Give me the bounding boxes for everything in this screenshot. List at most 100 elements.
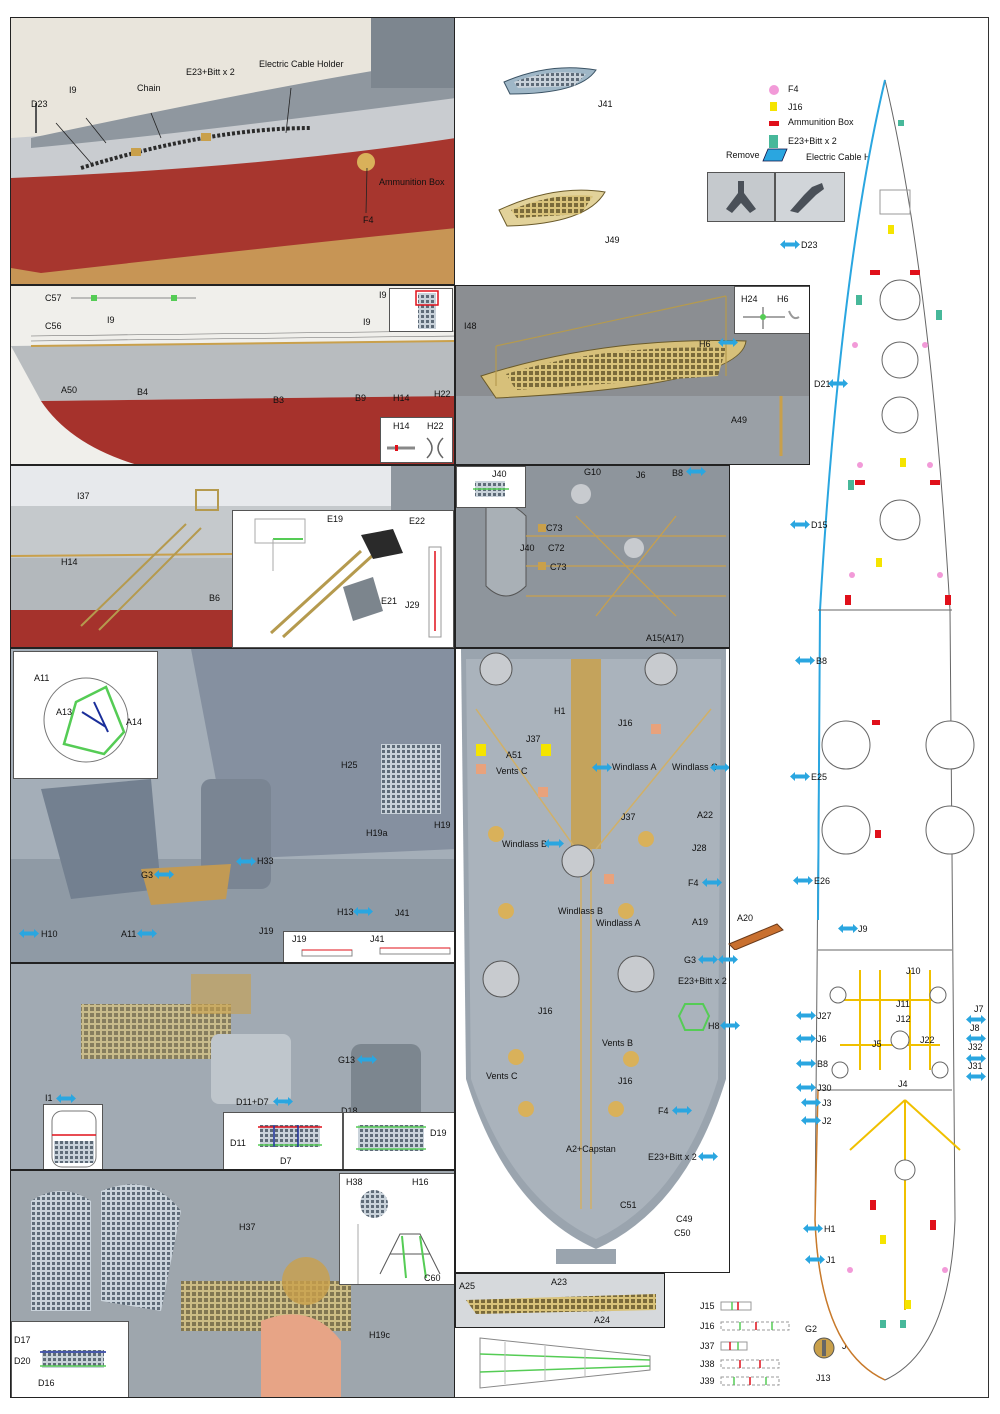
g13-arrow-icon	[357, 1055, 377, 1064]
legend-ammo-label: Ammunition Box	[788, 117, 854, 127]
inset-label-h6: H6	[777, 294, 789, 304]
label-a25: A25	[459, 1281, 476, 1291]
label-h13: H13	[337, 907, 354, 917]
h6-arrow-icon	[718, 338, 738, 347]
part-j39-drawing	[720, 1376, 780, 1386]
inset-label-h22: H22	[427, 421, 444, 431]
inset-label-h38: H38	[346, 1177, 363, 1187]
boat-j41	[500, 52, 600, 102]
label-g13: G13	[338, 1055, 356, 1065]
photo-a23-rail: A25 A23 A24	[455, 1273, 665, 1328]
photo-boat-cradle: I48 H6 A49 H24 H6	[455, 285, 810, 465]
j9-arrow-icon	[838, 924, 858, 933]
label-j16-a: J16	[618, 718, 633, 728]
windlass-c-arrow-icon	[710, 763, 730, 772]
label-h10: H10	[41, 929, 58, 939]
b8-arrow-icon	[686, 467, 706, 476]
inset-label-a11: A11	[34, 673, 50, 683]
h8-arrow-icon	[720, 1021, 740, 1030]
deck-label-j1: J1	[826, 1255, 836, 1265]
part-j37-drawing	[720, 1341, 748, 1351]
label-b8: B8	[672, 468, 684, 478]
photo-platforms: H38 H16 C60 H37 H19c D17 D20 D16	[10, 1170, 455, 1398]
label-a23: A23	[551, 1277, 568, 1287]
deck-label-h1: H1	[824, 1224, 836, 1234]
inset-label-d11: D11	[230, 1138, 246, 1148]
label-windlass-a: Windlass A	[612, 762, 657, 772]
label-windlass-b2: Windlass B	[558, 906, 604, 916]
d11-d7-arrow-icon	[273, 1097, 293, 1106]
label-a11-photo: A11	[121, 929, 137, 939]
d15-arrow-icon	[790, 520, 810, 529]
label-d16: D16	[38, 1378, 55, 1388]
deck-label-e26: E26	[814, 876, 831, 886]
e23-arrow-icon-b	[698, 1152, 718, 1161]
label-h14-ladder: H14	[61, 557, 78, 567]
label-b6: B6	[209, 593, 221, 603]
j3-arrow-icon	[801, 1098, 821, 1107]
label-i48: I48	[464, 321, 477, 331]
label-j37-a: J37	[526, 734, 541, 744]
deck-label-j5: J5	[872, 1039, 882, 1049]
j27-arrow-icon	[796, 1011, 816, 1020]
label-chain: Chain	[137, 83, 161, 93]
part-j16-drawing	[720, 1321, 790, 1331]
label-f4: F4	[363, 215, 374, 225]
label-g3-deck: G3	[684, 955, 697, 965]
label-e19: E19	[327, 514, 344, 524]
inset-a11: A11 A13 A14	[13, 651, 158, 779]
label-h33: H33	[257, 856, 274, 866]
label-vents-b: Vents B	[602, 1038, 634, 1048]
f4-arrow-icon-a	[702, 878, 722, 887]
legend-ech-label: Electric Cable Holder	[806, 152, 891, 162]
legend-j16-label: J16	[788, 102, 803, 112]
label-j19: J19	[259, 926, 274, 936]
windlass-b-arrow-icon	[544, 839, 564, 848]
photo-midship-rails: I1 G13 D11+D7 D18 D11 D7 D19	[10, 963, 455, 1170]
j30-arrow-icon	[796, 1083, 816, 1092]
e23-arrow-icon-a	[718, 955, 738, 964]
label-i1: I1	[45, 1093, 53, 1103]
part-g2-j42-drawing	[813, 1337, 835, 1359]
label-windlass-c: Windlass C	[672, 762, 718, 772]
part-label-j38: J38	[700, 1359, 715, 1369]
h33-arrow-icon	[236, 857, 256, 866]
part-label-j16: J16	[700, 1321, 715, 1331]
label-a19: A19	[692, 917, 709, 927]
deck-label-j10: J10	[906, 966, 921, 976]
part-label-g2: G2	[805, 1324, 818, 1334]
label-h19: H19	[434, 820, 451, 830]
label-c57: C57	[45, 293, 62, 303]
part-label-j13: J13	[816, 1373, 831, 1383]
label-c49: C49	[676, 1214, 693, 1224]
label-j28: J28	[692, 843, 707, 853]
label-h19c: H19c	[369, 1330, 391, 1340]
j2-arrow-icon	[801, 1116, 821, 1125]
label-windlass-a2: Windlass A	[596, 918, 641, 928]
inset-label-d7: D7	[280, 1156, 292, 1166]
label-c51: C51	[620, 1200, 637, 1210]
label-h6-photo: H6	[699, 339, 711, 349]
legend-f4-label: F4	[788, 84, 799, 94]
label-j40-photo: J40	[520, 543, 535, 553]
label-c50: C50	[674, 1228, 691, 1238]
diagram-a23-a24	[475, 1330, 655, 1394]
deck-label-j3: J3	[822, 1098, 832, 1108]
deck-label-d15: D15	[811, 520, 828, 530]
photo-superstructure: A11 A13 A14 H25 H19a H19 H33 G3 H10 A11 …	[10, 648, 455, 963]
label-j41-boat: J41	[598, 99, 613, 109]
label-d18: D18	[341, 1106, 358, 1116]
label-b9: B9	[355, 393, 367, 403]
remove-parallelogram-icon	[762, 148, 788, 162]
label-b3: B3	[273, 395, 285, 405]
part-j38-drawing	[720, 1359, 780, 1369]
label-f4-b: F4	[658, 1106, 669, 1116]
label-c72: C72	[548, 543, 565, 553]
label-h19a: H19a	[366, 828, 388, 838]
label-electric-cable-holder: Electric Cable Holder	[259, 59, 344, 69]
legend-f4-swatch	[769, 85, 779, 95]
label-j16-b: J16	[538, 1006, 553, 1016]
inset-h14-h22: H14 H22	[380, 417, 453, 463]
label-a49: A49	[731, 415, 748, 425]
label-j49-boat: J49	[605, 235, 620, 245]
